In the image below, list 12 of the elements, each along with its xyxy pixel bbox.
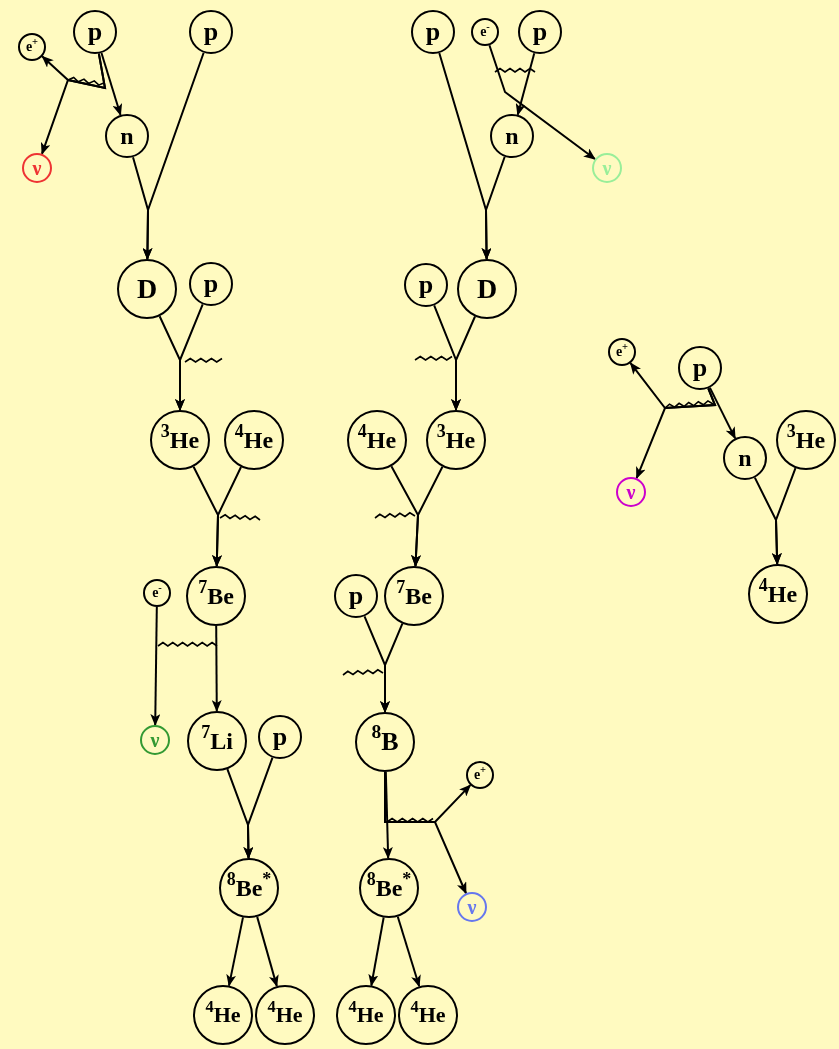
arrow (211, 625, 222, 712)
arrow (368, 916, 385, 987)
arrow (40, 52, 107, 155)
arrow (150, 606, 161, 726)
arrow (212, 466, 242, 567)
arrow (382, 771, 393, 859)
arrow (411, 465, 444, 568)
arrow (488, 44, 596, 161)
arrow (515, 52, 536, 116)
arrow (384, 771, 467, 895)
arrow (226, 916, 244, 987)
arrow (100, 52, 123, 116)
